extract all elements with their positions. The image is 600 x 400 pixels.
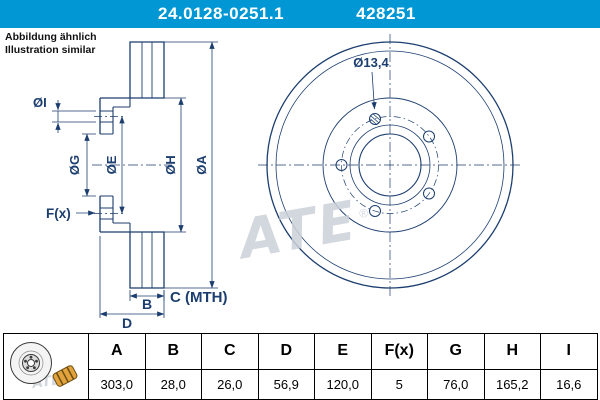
bolt-holes (335, 113, 435, 217)
cross-section-dimensions (52, 41, 218, 318)
cross-section-view (92, 41, 172, 289)
product-thumbnail-cell: ATE (3, 333, 89, 400)
col-header-h: H (483, 333, 541, 370)
front-view (258, 34, 522, 296)
dim-label-a: ØA (194, 155, 209, 175)
value-d: 56,9 (257, 368, 315, 400)
col-header-f: F(x) (370, 333, 428, 370)
dim-label-c: C (MTH) (170, 289, 227, 306)
note-line-en: Illustration similar (5, 43, 96, 56)
value-c: 26,0 (201, 368, 259, 400)
col-header-c: C (201, 333, 259, 370)
disc-icon (10, 342, 52, 384)
technical-drawing-area: ØI ØG ØE ØH ØA F(x) B C (MTH) D Ø (0, 28, 600, 334)
value-g: 76,0 (427, 368, 485, 400)
product-thumbnail: ATE (10, 342, 78, 392)
caliper-icon (52, 365, 78, 387)
dim-label-h: ØH (163, 155, 178, 175)
col-header-e: E (314, 333, 372, 370)
technical-drawing: ØI ØG ØE ØH ØA F(x) B C (MTH) D Ø (33, 34, 522, 331)
header-bar: 24.0128-0251.1 428251 (0, 0, 600, 28)
value-e: 120,0 (314, 368, 372, 400)
watermark-text: ATE (231, 188, 363, 271)
hole-diameter-label: Ø13,4 (353, 55, 389, 70)
watermark-reg-icon: ® (358, 206, 369, 221)
dim-label-g: ØG (67, 155, 82, 175)
value-b: 28,0 (144, 368, 202, 400)
dim-label-d: D (122, 315, 132, 331)
col-header-a: A (88, 333, 146, 370)
value-i: 16,6 (540, 368, 598, 400)
note-line-de: Abbildung ähnlich (5, 31, 97, 43)
col-header-g: G (427, 333, 485, 370)
value-f: 5 (370, 368, 428, 400)
watermark: ATE ® (231, 188, 370, 271)
col-header-d: D (257, 333, 315, 370)
illustration-note: Abbildung ähnlich Illustration similar (5, 31, 97, 56)
value-a: 303,0 (88, 368, 146, 400)
dimensions-table: ATE (3, 333, 598, 400)
dim-label-b: B (142, 296, 152, 312)
dim-label-i: ØI (33, 95, 47, 110)
dim-label-e: ØE (104, 155, 119, 174)
reference-number: 428251 (356, 4, 416, 23)
dim-label-f: F(x) (46, 206, 71, 221)
col-header-b: B (144, 333, 202, 370)
value-h: 165,2 (483, 368, 541, 400)
col-header-i: I (540, 333, 598, 370)
cross-section-labels: ØI ØG ØE ØH ØA F(x) B C (MTH) D (33, 95, 227, 331)
part-number: 24.0128-0251.1 (158, 4, 285, 23)
